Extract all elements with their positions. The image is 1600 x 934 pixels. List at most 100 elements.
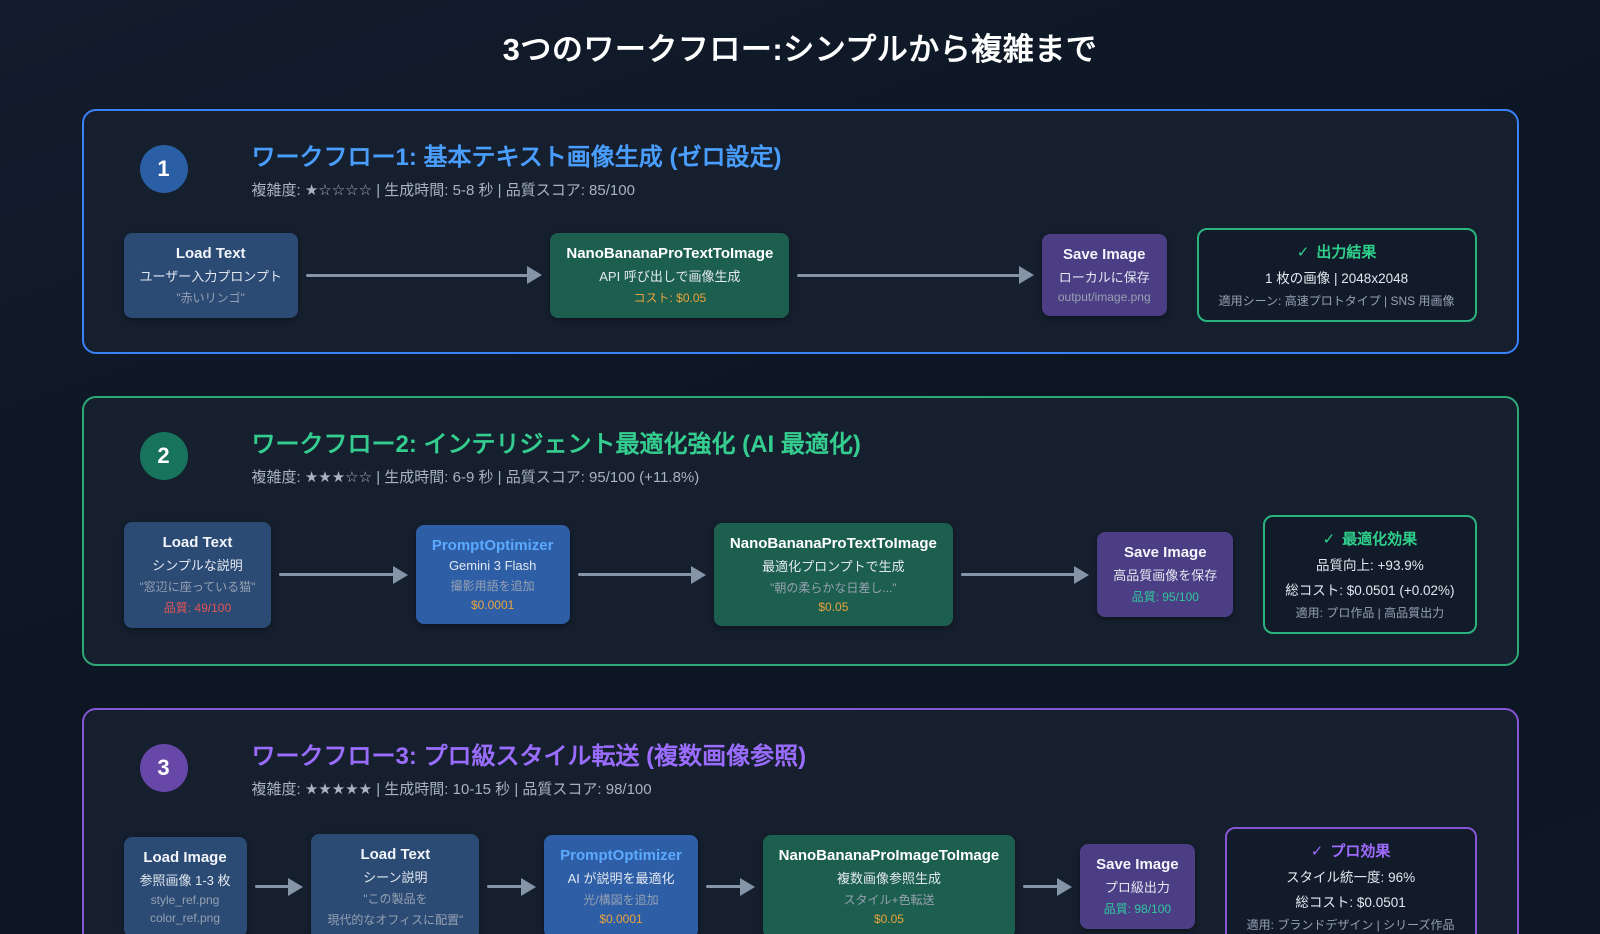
flow-node-title: Save Image — [1096, 856, 1179, 873]
flow-node-line: $0.0001 — [599, 912, 643, 926]
arrow-line — [254, 885, 290, 888]
flow-node-line: 現代的なオフィスに配置" — [327, 912, 464, 927]
flow-node-line: 高品質画像を保存 — [1113, 568, 1218, 583]
flow-node-line: $0.05 — [873, 912, 904, 926]
flow-node-line: スタイル+色転送 — [843, 893, 935, 907]
result-line: スタイル統一度: 96% — [1286, 870, 1416, 885]
workflow-1-panel: 1 ワークフロー1: 基本テキスト画像生成 (ゼロ設定) 複雑度: ★☆☆☆☆ … — [81, 109, 1519, 354]
flow-node-line: AI が説明を最適化 — [567, 871, 675, 886]
flow-node-save: Save Image ローカルに保存 output/image.png — [1041, 234, 1167, 316]
flow-node-line: color_ref.png — [149, 910, 221, 925]
flow-node-line: "朝の柔らかな日差し..." — [770, 581, 897, 595]
workflow-title: ワークフロー1: 基本テキスト画像生成 (ゼロ設定) — [251, 144, 782, 171]
result-line: 総コスト: $0.0501 — [1295, 895, 1406, 910]
flow-node-line: 撮影用語を追加 — [450, 579, 535, 593]
flow-node-input: Load Text シンプルな説明"窓辺に座っている猫"品質: 49/100 — [123, 521, 272, 628]
flow-node-title: Load Text — [175, 244, 246, 262]
flow-node-line: 品質: 49/100 — [163, 600, 232, 615]
flow-node-save: Save Image 高品質画像を保存品質: 95/100 — [1097, 532, 1234, 617]
arrow-line — [577, 573, 692, 576]
workflow-number-badge: 2 — [139, 431, 188, 480]
result-title: ✓出力結果 — [1219, 241, 1455, 262]
flow-node-line: コスト: $0.05 — [633, 290, 707, 305]
flow-node-title: Load Text — [360, 845, 431, 863]
flow-node-line: 参照画像 1-3 枚 — [139, 872, 231, 888]
flow-node-input: Load Text ユーザー入力プロンプト"赤いリンゴ" — [123, 232, 298, 318]
result-title: ✓ プロ効果 — [1247, 840, 1455, 861]
result-line: 適用: プロ作品 | 高品質出力 — [1295, 606, 1445, 620]
arrow-head — [739, 877, 755, 896]
workflow-3-panel: 3 ワークフロー3: プロ級スタイル転送 (複数画像参照) 複雑度: ★★★★★… — [81, 708, 1519, 934]
check-icon: ✓ — [1296, 244, 1310, 261]
flow-node-title: Load Image — [143, 848, 227, 866]
result-title-text: プロ効果 — [1330, 843, 1391, 860]
result-line: 総コスト: $0.0501 (+0.02%) — [1285, 583, 1455, 598]
workflow-header: 1 ワークフロー1: 基本テキスト画像生成 (ゼロ設定) 複雑度: ★☆☆☆☆ … — [112, 137, 1489, 200]
arrow-line — [960, 573, 1076, 576]
arrow-icon — [1023, 877, 1073, 896]
page-title: 3つのワークフロー:シンプルから複雑まで — [502, 32, 1098, 67]
workflow-header-text: ワークフロー2: インテリジェント最適化強化 (AI 最適化) 複雑度: ★★★… — [252, 424, 861, 487]
arrow-line — [1023, 885, 1059, 888]
flow-node-process: NanoBananaProImageToImage 複数画像参照生成スタイル+色… — [762, 835, 1016, 934]
arrow-icon — [577, 565, 706, 584]
flow-node-line: 品質: 95/100 — [1131, 590, 1199, 604]
result-box: ✓ 最適化効果 品質向上: +93.9% 総コスト: $0.0501 (+0.02%… — [1263, 515, 1477, 634]
result-title: ✓ 最適化効果 — [1285, 528, 1454, 549]
flow-node-title: Load Text — [162, 533, 233, 551]
arrow-head — [690, 565, 706, 584]
result-line: 適用シーン: 高速プロトタイプ | SNS 用画像 — [1218, 294, 1455, 308]
flow-node-line: $0.05 — [818, 600, 849, 614]
arrow-line — [487, 885, 523, 888]
flow-node-line: "この製品を — [363, 891, 428, 906]
flow-node-title: NanoBananaProTextToImage — [729, 535, 937, 552]
arrow-line — [305, 273, 529, 277]
flow-node-title: NanoBananaProImageToImage — [778, 847, 1000, 864]
arrow-head — [527, 266, 543, 284]
flow-node-line: ローカルに保存 — [1058, 270, 1150, 285]
flow-node-title: NanoBananaProTextToImage — [566, 244, 774, 262]
flow-node-line: API 呼び出しで画像生成 — [599, 268, 741, 284]
flow-node-title: Save Image — [1123, 544, 1207, 561]
check-icon: ✓ — [1322, 531, 1336, 548]
arrow-head — [521, 877, 537, 896]
arrow-line — [797, 273, 1020, 277]
flow-node-input: Load Text シーン説明 "この製品を現代的なオフィスに配置" — [311, 833, 480, 934]
flow-node-line: "窓辺に座っている猫" — [139, 579, 256, 594]
workflows-container: 1 ワークフロー1: 基本テキスト画像生成 (ゼロ設定) 複雑度: ★☆☆☆☆ … — [0, 109, 1600, 934]
arrow-icon — [705, 877, 755, 896]
flow-node-line: シーン説明 — [363, 869, 428, 885]
flow-node-line: $0.0001 — [470, 598, 515, 612]
result-line: 1 枚の画像 | 2048x2048 — [1265, 271, 1409, 286]
check-icon: ✓ — [1310, 843, 1324, 860]
result-line: 品質向上: +93.9% — [1316, 558, 1424, 573]
arrow-head — [1074, 565, 1090, 584]
arrow-head — [1057, 877, 1073, 896]
workflow-number-badge: 3 — [139, 743, 188, 792]
flow-node-title: Save Image — [1062, 246, 1146, 263]
flow-node-save: Save Image プロ級出力品質: 98/100 — [1080, 844, 1195, 929]
flow-node-process: NanoBananaProTextToImage API 呼び出しで画像生成コス… — [550, 232, 790, 318]
arrow-icon — [960, 565, 1090, 584]
flow-node-line: style_ref.png — [150, 892, 220, 907]
workflow-header: 2 ワークフロー2: インテリジェント最適化強化 (AI 最適化) 複雑度: ★… — [112, 424, 1489, 487]
workflow-2-panel: 2 ワークフロー2: インテリジェント最適化強化 (AI 最適化) 複雑度: ★… — [81, 396, 1519, 666]
flow-node-title: PromptOptimizer — [560, 847, 682, 864]
workflow-number-badge: 1 — [139, 144, 188, 193]
workflow-meta: 複雑度: ★★★★★ | 生成時間: 10-15 秒 | 品質スコア: 98/1… — [251, 781, 652, 798]
workflow-header-text: ワークフロー1: 基本テキスト画像生成 (ゼロ設定) 複雑度: ★☆☆☆☆ | … — [252, 137, 782, 200]
arrow-icon — [305, 266, 543, 284]
arrow-head — [1018, 266, 1034, 284]
arrow-head — [288, 877, 304, 896]
result-title-text: 最適化効果 — [1342, 531, 1418, 548]
flow-node-optimizer: PromptOptimizer AI が説明を最適化光/構図を追加$0.0001 — [544, 835, 698, 934]
flow-node-line: ユーザー入力プロンプト — [139, 268, 282, 284]
flow-node-input: Load Image 参照画像 1-3 枚 style_ref.png color_… — [123, 836, 247, 934]
flow-node-line: 品質: 98/100 — [1103, 902, 1172, 916]
workflow-meta: 複雑度: ★★★☆☆ | 生成時間: 6-9 秒 | 品質スコア: 95/100… — [251, 469, 700, 486]
workflow-flow-row: Load Text シンプルな説明"窓辺に座っている猫"品質: 49/100 P… — [112, 515, 1489, 634]
flow-node-title: PromptOptimizer — [431, 537, 554, 554]
flow-node-line: output/image.png — [1057, 290, 1151, 304]
